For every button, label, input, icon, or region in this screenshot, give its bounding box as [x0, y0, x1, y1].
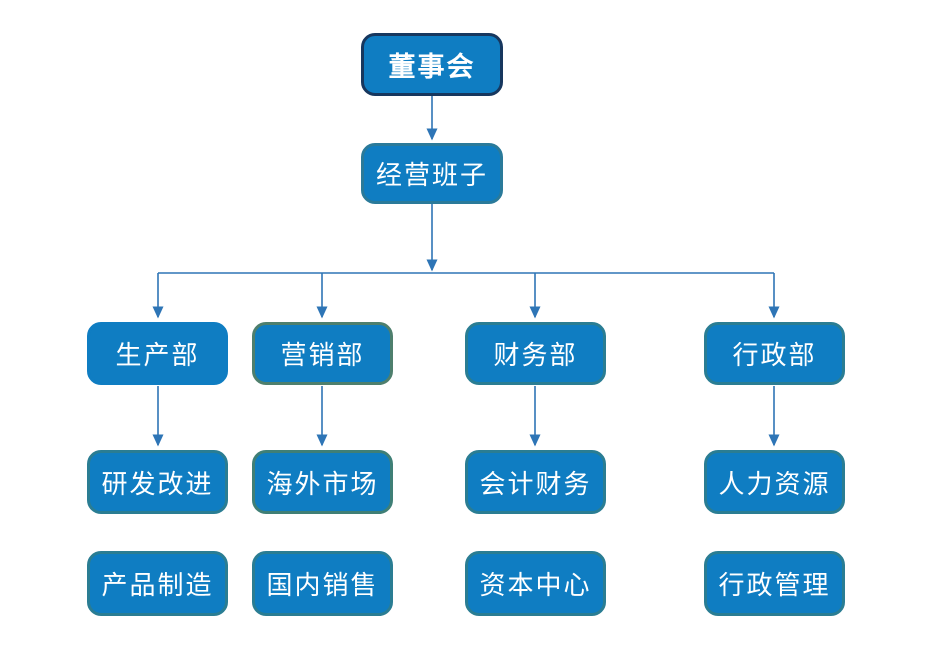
org-node-management: 经营班子 — [361, 143, 503, 204]
org-node-administration: 行政部 — [704, 322, 845, 385]
org-node-label: 海外市场 — [266, 469, 379, 500]
org-node-label: 资本中心 — [479, 571, 592, 601]
org-node-label: 会计财务 — [479, 469, 592, 500]
org-node-label: 董事会 — [388, 52, 476, 83]
org-node-rd-improvement: 研发改进 — [87, 450, 228, 514]
org-node-capital-center: 资本中心 — [465, 551, 606, 616]
org-node-overseas-market: 海外市场 — [252, 450, 393, 514]
org-node-label: 生产部 — [115, 341, 200, 371]
org-node-label: 国内销售 — [266, 571, 379, 601]
org-node-domestic-sales: 国内销售 — [252, 551, 393, 616]
org-node-label: 财务部 — [493, 341, 578, 371]
org-node-label: 研发改进 — [101, 469, 214, 500]
org-node-label: 行政管理 — [718, 571, 831, 601]
org-node-label: 经营班子 — [375, 161, 488, 191]
org-node-accounting: 会计财务 — [465, 450, 606, 514]
org-node-board: 董事会 — [361, 33, 503, 96]
org-node-label: 行政部 — [732, 341, 817, 371]
org-node-label: 人力资源 — [718, 469, 831, 500]
org-node-finance: 财务部 — [465, 322, 606, 385]
org-node-manufacturing: 产品制造 — [87, 551, 228, 616]
org-node-human-resources: 人力资源 — [704, 450, 845, 514]
org-node-marketing: 营销部 — [252, 322, 393, 385]
org-node-label: 产品制造 — [101, 571, 214, 601]
org-node-label: 营销部 — [280, 341, 365, 371]
org-node-admin-mgmt: 行政管理 — [704, 551, 845, 616]
org-node-production: 生产部 — [87, 322, 228, 385]
